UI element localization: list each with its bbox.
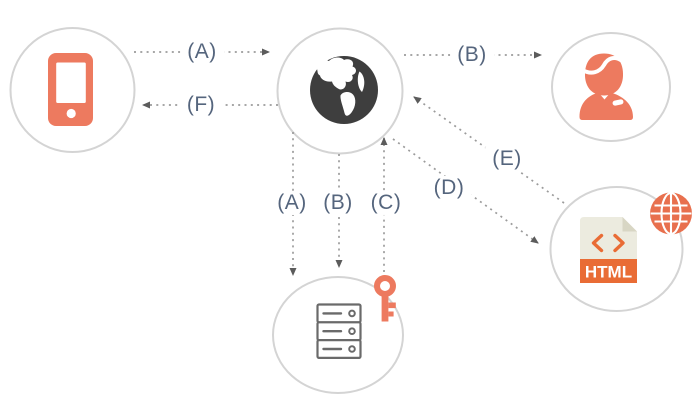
code-brackets-icon (591, 233, 625, 253)
file-fold-corner (622, 217, 637, 232)
globe-continent-north (317, 57, 357, 90)
edge-label-d-diag: (D) (426, 175, 472, 201)
node-server (272, 275, 404, 394)
key-icon (374, 275, 396, 322)
edge-label-f-left: (F) (179, 92, 223, 118)
person-pocket (612, 99, 624, 106)
node-html-document: HTML (549, 186, 692, 312)
smartphone-icon (48, 53, 93, 126)
node-web-globe (276, 27, 404, 155)
edge-label-b-top: (B) (450, 42, 494, 68)
edge-label-b-down: (B) (316, 190, 360, 216)
globe-continent-south (340, 91, 356, 116)
edge-label-c-up: (C) (363, 190, 409, 216)
node-smartphone (9, 27, 136, 153)
node-user (551, 32, 671, 142)
globe-continent-east (357, 71, 365, 92)
globe-icon (310, 56, 378, 124)
edge-label-a-top: (A) (180, 39, 224, 65)
person-icon (579, 53, 633, 120)
edge-label-e-diag: (E) (485, 146, 529, 172)
web-badge-icon (650, 191, 692, 236)
html-file-icon: HTML (580, 217, 637, 283)
server-rack-icon (316, 303, 362, 360)
edge-label-a-down: (A) (270, 190, 314, 216)
person-hair-part (580, 56, 624, 75)
edge-e-diag (413, 96, 565, 204)
html-file-label: HTML (585, 263, 632, 282)
html-banner (580, 259, 637, 283)
